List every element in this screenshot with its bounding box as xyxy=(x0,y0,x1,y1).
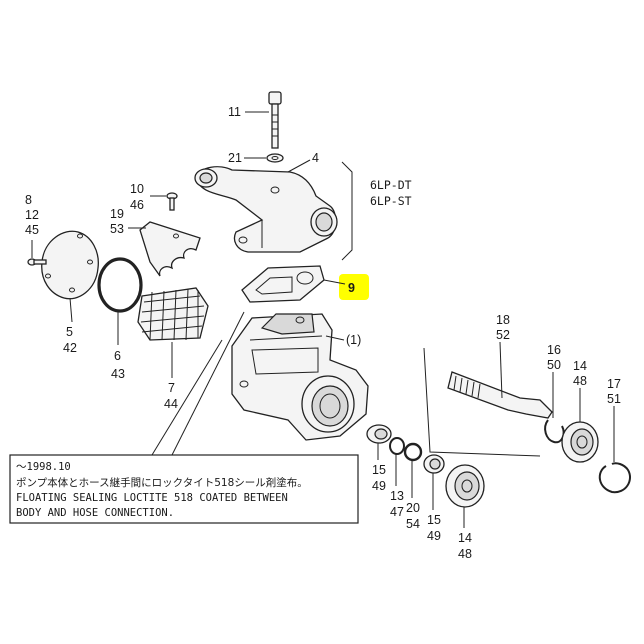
callout-14-upper: 14 xyxy=(573,359,587,373)
bearing-part-14-upper[interactable] xyxy=(561,421,599,463)
leader-4 xyxy=(287,159,311,173)
screw-part-10[interactable] xyxy=(166,192,178,211)
callout-11: 11 xyxy=(228,105,241,119)
callout-16: 16 xyxy=(547,343,561,357)
callout-14-lower: 14 xyxy=(458,531,472,545)
shaft-frame xyxy=(423,347,541,457)
note-line-japanese: ポンプ本体とホース継手間にロックタイト518シール剤塗布。 xyxy=(16,476,308,489)
callout-15-right: 15 xyxy=(427,513,441,527)
callout-51: 51 xyxy=(607,392,621,406)
callout-4: 4 xyxy=(312,151,319,165)
leader-5 xyxy=(69,297,73,323)
callout-46: 46 xyxy=(130,198,144,212)
bolt-part-11[interactable] xyxy=(268,91,282,149)
callout-13: 13 xyxy=(390,489,404,503)
leader-9 xyxy=(323,279,346,285)
ring-part-20[interactable] xyxy=(403,442,423,462)
cover-part-5[interactable] xyxy=(41,230,99,300)
callout-8: 8 xyxy=(25,193,32,207)
screw-part-8[interactable] xyxy=(27,258,47,266)
callout-19: 19 xyxy=(110,207,124,221)
callout-10: 10 xyxy=(130,182,144,196)
callout-48-upper: 48 xyxy=(573,374,587,388)
pump-body-part-1[interactable] xyxy=(231,313,369,441)
seal-part-15-left[interactable] xyxy=(366,424,392,444)
callout-21: 21 xyxy=(228,151,242,165)
callout-45: 45 xyxy=(25,223,39,237)
o-ring-part-13[interactable] xyxy=(389,437,405,455)
callout-9: 9 xyxy=(348,281,355,295)
note-box xyxy=(9,454,359,524)
callout-47: 47 xyxy=(390,505,404,519)
callout-6: 6 xyxy=(114,349,121,363)
callout-15-left: 15 xyxy=(372,463,386,477)
callout-54: 54 xyxy=(406,517,420,531)
gasket-part-9[interactable] xyxy=(241,265,325,303)
model-label-2: 6LP-ST xyxy=(370,194,412,208)
callout-17: 17 xyxy=(607,377,621,391)
note-line-date: ～1998.10 xyxy=(16,461,71,473)
shaft-part-18[interactable] xyxy=(447,371,553,419)
callout-48-lower: 48 xyxy=(458,547,472,561)
snap-ring-part-16[interactable] xyxy=(544,419,565,444)
note-line-english-2: BODY AND HOSE CONNECTION. xyxy=(16,507,174,519)
note-pointer-1 xyxy=(151,339,223,456)
highlight-box-9 xyxy=(339,274,369,300)
note-line-english-1: FLOATING SEALING LOCTITE 518 COATED BETW… xyxy=(16,492,288,504)
washer-part-21[interactable] xyxy=(266,153,284,163)
callout-49-left: 49 xyxy=(372,479,386,493)
callout-5: 5 xyxy=(66,325,73,339)
note-pointer-2 xyxy=(171,311,245,456)
snap-ring-part-17[interactable] xyxy=(598,462,631,494)
callout-50: 50 xyxy=(547,358,561,372)
impeller-part-7[interactable] xyxy=(137,287,209,341)
callout-49-right: 49 xyxy=(427,529,441,543)
seal-part-15-right[interactable] xyxy=(423,454,445,474)
callout-52: 52 xyxy=(496,328,510,342)
bearing-part-14-lower[interactable] xyxy=(445,464,485,508)
hose-connection-part-4[interactable] xyxy=(194,166,338,253)
callout-42: 42 xyxy=(63,341,77,355)
model-bracket xyxy=(341,161,353,261)
o-ring-part-6[interactable] xyxy=(97,257,143,313)
callout-53: 53 xyxy=(110,222,124,236)
callout-18: 18 xyxy=(496,313,510,327)
callout-7: 7 xyxy=(168,381,175,395)
callout-12: 12 xyxy=(25,208,39,222)
callout-20: 20 xyxy=(406,501,420,515)
leader-1 xyxy=(325,335,345,341)
callout-43: 43 xyxy=(111,367,125,381)
callout-44: 44 xyxy=(164,397,178,411)
callout-1: (1) xyxy=(346,333,361,347)
model-label-1: 6LP-DT xyxy=(370,178,412,192)
nameplate-part-19[interactable] xyxy=(139,221,201,277)
leader-18 xyxy=(499,341,503,399)
